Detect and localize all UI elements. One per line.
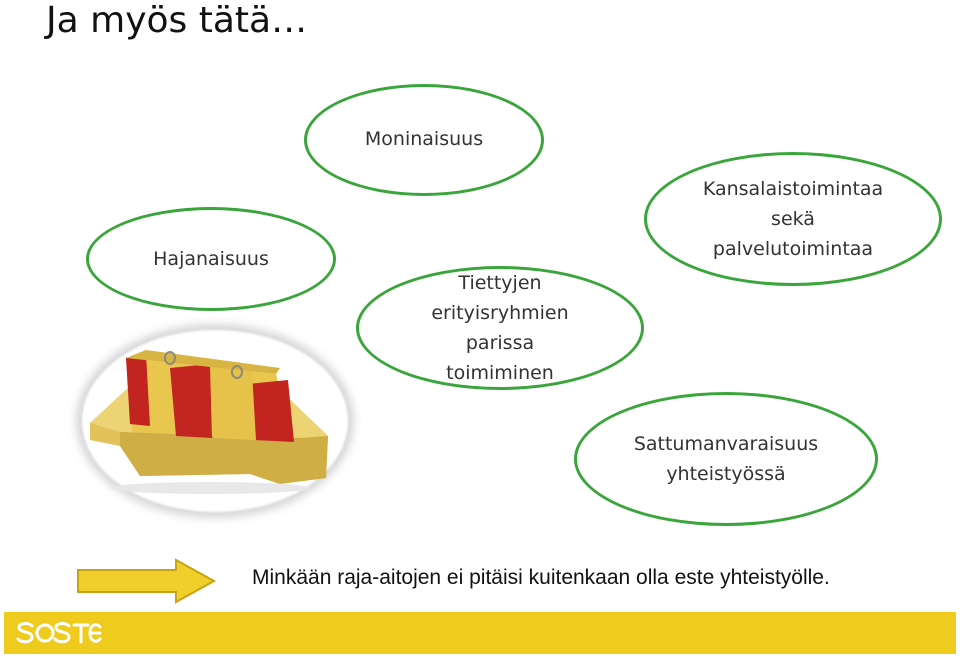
oval-tiettyjen-erityisryhmien: Tiettyjen erityisryhmien parissa toimimi… — [356, 266, 644, 390]
oval-hajanaisuus: Hajanaisuus — [86, 207, 336, 311]
oval-tiettyjen-line-2: erityisryhmien — [431, 302, 569, 324]
oval-tiettyjen-line-1: Tiettyjen — [458, 272, 542, 294]
oval-sattuman-line-2: yhteistyössä — [666, 463, 786, 485]
oval-moninaisuus-label: Moninaisuus — [364, 128, 484, 150]
page-title: Ja myös tätä… — [46, 0, 308, 41]
oval-tiettyjen-line-4: toimiminen — [446, 362, 554, 384]
oval-moninaisuus: Moninaisuus — [304, 84, 544, 196]
barrier-photo-frame — [80, 328, 350, 514]
oval-sattumanvaraisuus: Sattumanvaraisuus yhteistyössä — [574, 392, 878, 526]
oval-kansalaistoiminta: Kansalaistoimintaa sekä palvelutoimintaa — [644, 152, 942, 286]
oval-sattuman-line-1: Sattumanvaraisuus — [633, 433, 819, 455]
oval-kansalais-line-1: Kansalaistoimintaa — [702, 178, 884, 200]
right-arrow-icon — [77, 558, 217, 604]
oval-hajanaisuus-label: Hajanaisuus — [153, 248, 269, 270]
oval-tiettyjen-line-3: parissa — [465, 332, 535, 354]
conclusion-text: Minkään raja-aitojen ei pitäisi kuitenka… — [252, 566, 830, 589]
footer-bar — [4, 612, 956, 654]
oval-kansalais-line-3: palvelutoimintaa — [712, 238, 874, 260]
soste-logo — [16, 622, 102, 644]
concrete-barrier-image — [90, 350, 328, 494]
oval-kansalais-line-2: sekä — [771, 208, 815, 230]
